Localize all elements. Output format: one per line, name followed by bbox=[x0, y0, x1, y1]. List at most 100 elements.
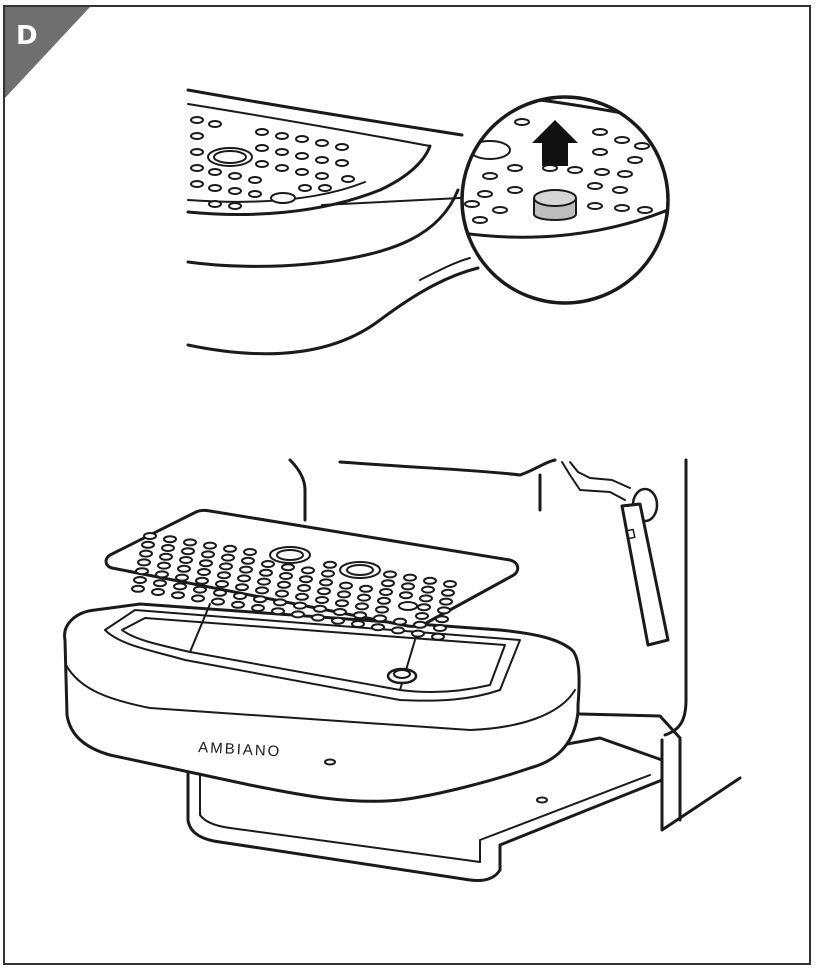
grid-hole bbox=[437, 606, 451, 615]
grid-hole bbox=[299, 575, 313, 584]
grid-hole bbox=[193, 585, 207, 594]
arrow-up-icon bbox=[532, 120, 578, 166]
grid-hole bbox=[433, 624, 447, 632]
grid-hole bbox=[353, 611, 367, 620]
grid-hole bbox=[339, 581, 353, 590]
grid-hole bbox=[259, 568, 273, 577]
callout-line bbox=[321, 197, 461, 206]
float-opening-bottom bbox=[398, 601, 418, 611]
grid-hole bbox=[377, 596, 391, 605]
grid-hole bbox=[171, 591, 185, 600]
grid-hole bbox=[381, 579, 395, 588]
grid-hole bbox=[273, 598, 287, 607]
grid-hole bbox=[319, 578, 333, 587]
grid-hole bbox=[155, 570, 169, 579]
grid-hole bbox=[221, 553, 235, 562]
grid-hole bbox=[131, 584, 145, 593]
grid-hole bbox=[313, 604, 327, 613]
grid-hole bbox=[411, 629, 425, 638]
grid-hole bbox=[297, 584, 311, 592]
grid-holes-top bbox=[190, 116, 355, 210]
grid-hole bbox=[311, 613, 325, 622]
detail-view-top bbox=[186, 88, 480, 356]
grid-hole bbox=[355, 602, 369, 611]
grid-hole bbox=[173, 582, 187, 591]
grid-hole bbox=[233, 592, 247, 600]
grid-hole bbox=[237, 574, 251, 583]
grid-hole bbox=[293, 601, 307, 610]
float-opening bbox=[270, 192, 296, 204]
grid-hole bbox=[211, 597, 225, 606]
grid-hole bbox=[391, 626, 405, 635]
grid-hole bbox=[277, 580, 291, 589]
grid-hole bbox=[401, 582, 415, 591]
steam-wand bbox=[561, 461, 670, 647]
grid-hole bbox=[413, 620, 427, 629]
grid-hole bbox=[201, 550, 215, 559]
grid-hole bbox=[243, 548, 257, 556]
grid-hole bbox=[253, 595, 267, 604]
grid-hole bbox=[231, 600, 245, 609]
grid-hole bbox=[441, 588, 455, 597]
grid-hole bbox=[281, 563, 295, 572]
grid-hole bbox=[317, 587, 331, 596]
grid-hole bbox=[215, 580, 229, 588]
grid-hole bbox=[137, 558, 151, 567]
grid-hole bbox=[337, 590, 351, 599]
grid-hole bbox=[197, 568, 211, 576]
grid-hole bbox=[291, 610, 305, 619]
grid-hole bbox=[141, 540, 155, 549]
grid-hole bbox=[261, 560, 275, 568]
grid-hole bbox=[139, 549, 153, 558]
grid-hole bbox=[423, 576, 437, 585]
grid-hole bbox=[435, 615, 449, 624]
drip-grid-plate bbox=[104, 508, 520, 641]
grid-hole bbox=[443, 580, 457, 588]
grid-hole bbox=[133, 576, 147, 584]
grid-hole bbox=[379, 588, 393, 596]
grid-hole bbox=[431, 632, 445, 641]
grid-hole bbox=[153, 579, 167, 588]
grid-hole bbox=[393, 617, 407, 626]
grid-hole bbox=[235, 583, 249, 592]
grid-hole bbox=[295, 592, 309, 601]
grid-hole bbox=[351, 620, 365, 628]
grid-hole bbox=[161, 544, 175, 552]
grid-hole bbox=[335, 599, 349, 608]
grid-hole bbox=[251, 604, 265, 612]
grid-hole bbox=[177, 564, 191, 573]
grid-hole bbox=[359, 584, 373, 593]
grid-hole bbox=[151, 588, 165, 596]
figure-border bbox=[3, 5, 811, 965]
grid-hole bbox=[315, 596, 329, 604]
grid-hole bbox=[399, 591, 413, 600]
grid-hole bbox=[421, 585, 435, 594]
grid-hole bbox=[271, 607, 285, 616]
grid-hole bbox=[175, 573, 189, 582]
grid-hole bbox=[199, 559, 213, 568]
grid-hole bbox=[321, 569, 335, 578]
grid-hole bbox=[163, 535, 177, 544]
grid-hole bbox=[333, 608, 347, 616]
grid-hole bbox=[439, 597, 453, 606]
step-badge: D bbox=[5, 7, 90, 98]
grid-hole bbox=[403, 573, 417, 582]
grid-hole bbox=[279, 572, 293, 580]
grid-hole bbox=[415, 612, 429, 620]
grid-hole bbox=[241, 556, 255, 565]
grid-hole bbox=[217, 571, 231, 580]
grid-hole bbox=[373, 614, 387, 623]
grid-hole bbox=[275, 589, 289, 598]
grid-hole bbox=[213, 588, 227, 597]
step-label: D bbox=[16, 21, 38, 51]
grid-hole bbox=[383, 570, 397, 579]
grid-hole bbox=[255, 586, 269, 595]
grid-hole bbox=[223, 544, 237, 553]
grid-hole bbox=[371, 623, 385, 632]
grid-hole bbox=[203, 541, 217, 550]
grid-hole bbox=[181, 547, 195, 556]
grid-hole bbox=[195, 576, 209, 585]
grid-hole bbox=[375, 605, 389, 614]
grid-hole bbox=[239, 565, 253, 574]
